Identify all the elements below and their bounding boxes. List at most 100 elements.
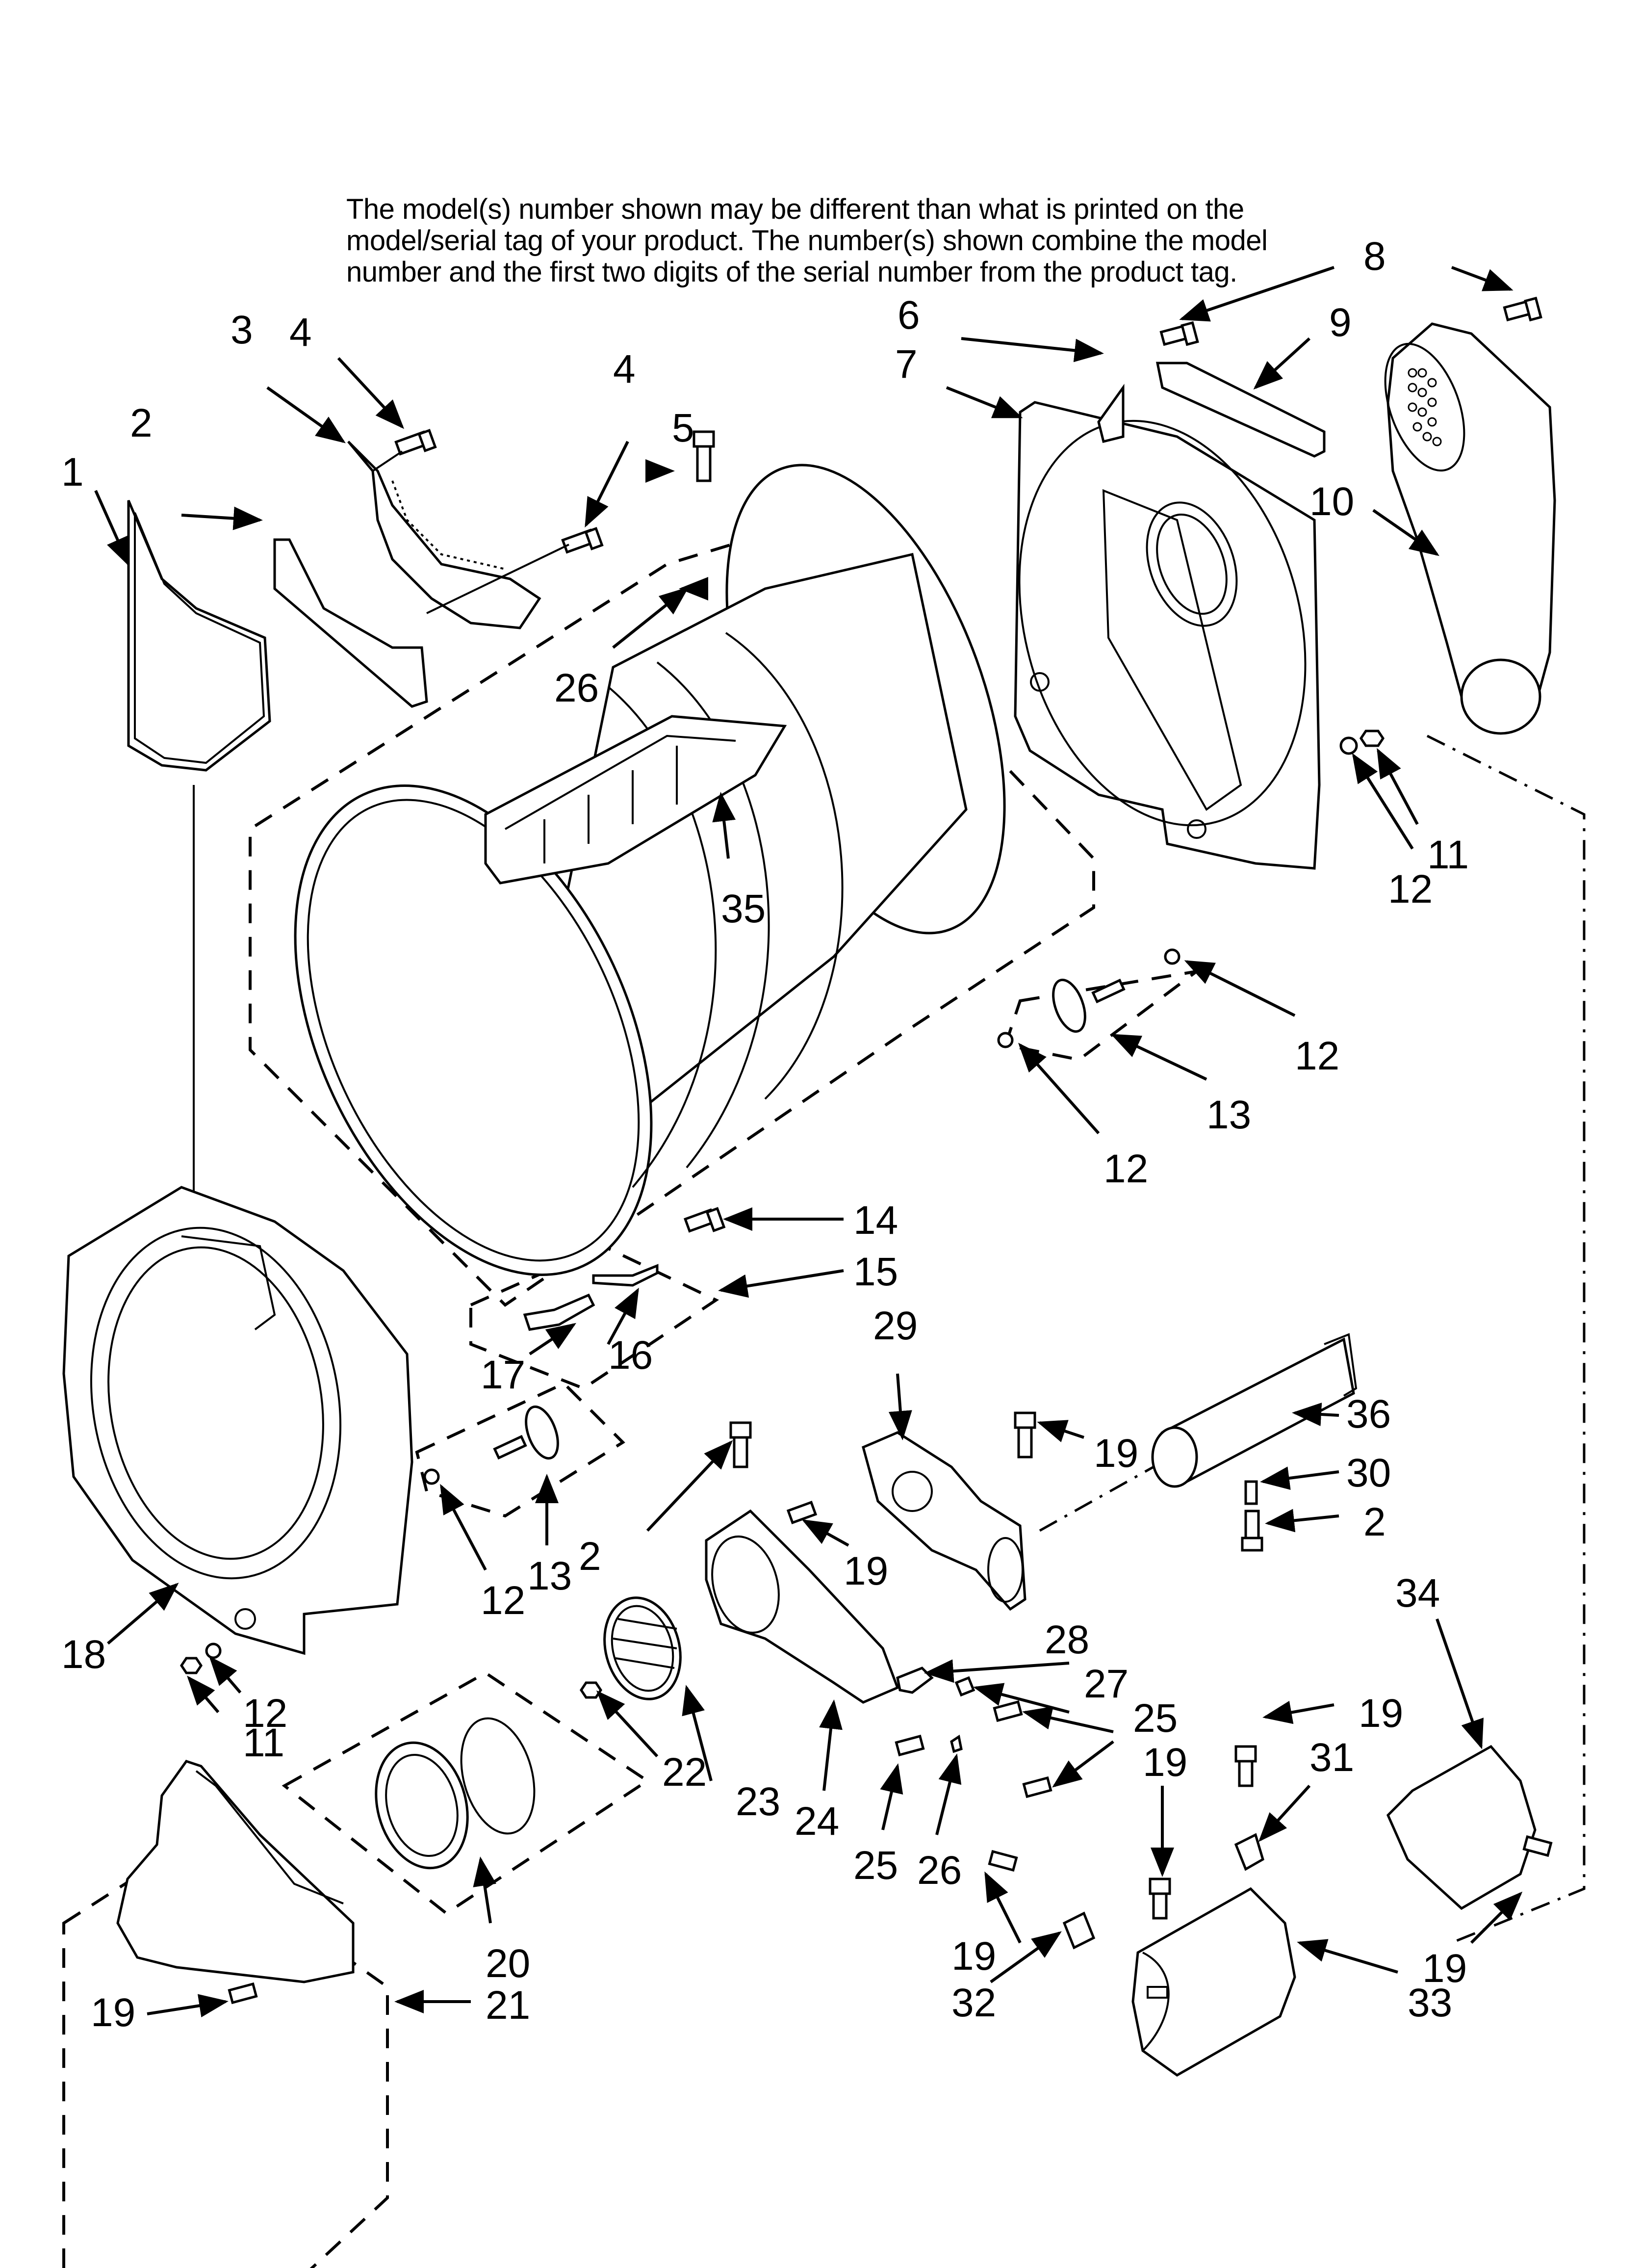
callout-8[interactable]: 8 xyxy=(1363,234,1386,279)
callout-29[interactable]: 29 xyxy=(873,1303,918,1348)
callout-4[interactable]: 4 xyxy=(289,310,312,355)
part-31-thermostat[interactable] xyxy=(1234,1833,1264,1871)
part-25-screw-a[interactable] xyxy=(993,1700,1023,1722)
part-23-blower-wheel[interactable] xyxy=(593,1589,691,1708)
part-28-thermistor[interactable] xyxy=(896,1667,934,1694)
part-3-lint-grille[interactable] xyxy=(347,441,541,629)
callout-15[interactable]: 15 xyxy=(853,1250,898,1294)
part-33-heater-housing[interactable] xyxy=(1131,1887,1296,2077)
callout-11[interactable]: 11 xyxy=(243,1721,284,1765)
callout-2[interactable]: 2 xyxy=(579,1534,601,1579)
part-4-screw-right[interactable] xyxy=(561,527,604,554)
callout-12[interactable]: 12 xyxy=(1103,1147,1148,1191)
part-12-washer-rear[interactable] xyxy=(1339,736,1358,755)
part-14-screw[interactable] xyxy=(683,1207,726,1233)
callout-13[interactable]: 13 xyxy=(1206,1093,1251,1137)
part-2-screw-blower[interactable] xyxy=(729,1421,752,1468)
part-10-rear-duct[interactable] xyxy=(1370,322,1556,735)
part-12-washer-roller-front[interactable] xyxy=(423,1468,440,1485)
callout-32[interactable]: 32 xyxy=(951,1981,996,2025)
part-12-washer-front[interactable] xyxy=(205,1642,222,1659)
callout-5[interactable]: 5 xyxy=(672,406,694,450)
callout-12[interactable]: 12 xyxy=(1295,1034,1339,1078)
callout-24[interactable]: 24 xyxy=(795,1799,839,1844)
part-19-screw-heater-top[interactable] xyxy=(1014,1411,1036,1459)
part-13-front-roller[interactable] xyxy=(493,1403,564,1463)
callout-27[interactable]: 27 xyxy=(1084,1662,1129,1706)
part-19-screw-lint-duct[interactable] xyxy=(228,1982,258,2005)
callout-31[interactable]: 31 xyxy=(1309,1735,1354,1780)
callout-19[interactable]: 19 xyxy=(1359,1691,1403,1736)
part-18-front-bulkhead[interactable] xyxy=(62,1186,413,1655)
callout-19[interactable]: 19 xyxy=(1143,1740,1187,1785)
part-30-bracket[interactable] xyxy=(1244,1480,1258,1505)
part-6-bracket[interactable] xyxy=(1097,384,1125,443)
callout-12[interactable]: 12 xyxy=(243,1691,287,1736)
callout-16[interactable]: 16 xyxy=(608,1333,653,1378)
callout-19[interactable]: 19 xyxy=(844,1549,888,1593)
part-20-blower-seal[interactable] xyxy=(362,1710,546,1878)
part-35-drum-baffle[interactable] xyxy=(484,715,787,885)
callout-11[interactable]: 11 xyxy=(1427,833,1469,877)
callout-13[interactable]: 13 xyxy=(527,1554,572,1598)
callout-14[interactable]: 14 xyxy=(853,1198,898,1243)
part-8-screw-right[interactable] xyxy=(1503,296,1542,322)
callout-25[interactable]: 25 xyxy=(1133,1696,1178,1741)
callout-19[interactable]: 19 xyxy=(951,1934,996,1979)
part-34-heater-shield[interactable] xyxy=(1386,1745,1537,1910)
callout-26[interactable]: 26 xyxy=(917,1848,962,1893)
callout-20[interactable]: 20 xyxy=(486,1941,530,1986)
callout-23[interactable]: 23 xyxy=(736,1779,780,1824)
part-8-screw-left[interactable] xyxy=(1159,321,1199,346)
callout-34[interactable]: 34 xyxy=(1395,1571,1440,1616)
part-11-nut-front[interactable] xyxy=(180,1657,203,1674)
part-17-front-glide[interactable] xyxy=(523,1293,595,1331)
part-19-screw-heater-b[interactable] xyxy=(1149,1877,1171,1920)
part-2-screw-heater[interactable] xyxy=(1241,1510,1263,1552)
part-13-rear-roller[interactable] xyxy=(1047,976,1126,1036)
part-5-drum[interactable] xyxy=(224,428,1060,1331)
part-7-rear-bulkhead[interactable] xyxy=(976,389,1348,870)
callout-36[interactable]: 36 xyxy=(1346,1392,1391,1436)
part-21-lint-duct[interactable] xyxy=(116,1760,355,1983)
callout-28[interactable]: 28 xyxy=(1045,1617,1089,1662)
part-19-screw-heater-d[interactable] xyxy=(1522,1835,1553,1857)
callout-18[interactable]: 18 xyxy=(61,1632,106,1677)
part-9-rail[interactable] xyxy=(1155,362,1326,458)
callout-19[interactable]: 19 xyxy=(1094,1431,1138,1476)
part-36-heater-element[interactable] xyxy=(1151,1333,1358,1488)
callout-7[interactable]: 7 xyxy=(895,342,918,387)
part-25-screw-b[interactable] xyxy=(895,1734,925,1757)
callout-2[interactable]: 2 xyxy=(130,401,153,445)
callout-19[interactable]: 19 xyxy=(91,1990,135,2035)
callout-10[interactable]: 10 xyxy=(1309,479,1354,524)
part-26-clip[interactable] xyxy=(950,1734,963,1753)
callout-21[interactable]: 21 xyxy=(486,1983,530,2028)
part-2-lint-housing[interactable] xyxy=(273,538,428,708)
callout-19[interactable]: 19 xyxy=(1422,1946,1467,1991)
part-16-glide-pad[interactable] xyxy=(592,1264,659,1287)
part-26-screw-drum[interactable] xyxy=(693,430,715,482)
part-19-screw-heater-c[interactable] xyxy=(988,1850,1018,1872)
callout-33[interactable]: 33 xyxy=(1408,1981,1452,2025)
part-22-nut[interactable] xyxy=(579,1681,603,1699)
callout-12[interactable]: 12 xyxy=(481,1578,525,1623)
callout-3[interactable]: 3 xyxy=(231,308,253,352)
callout-25[interactable]: 25 xyxy=(853,1843,898,1888)
callout-2[interactable]: 2 xyxy=(1363,1500,1386,1544)
part-24-blower-housing[interactable] xyxy=(702,1509,899,1704)
callout-9[interactable]: 9 xyxy=(1329,300,1352,345)
callout-6[interactable]: 6 xyxy=(898,293,920,338)
callout-1[interactable]: 1 xyxy=(61,450,84,495)
part-1-lint-trap-seal[interactable] xyxy=(127,500,271,772)
part-12-washer-roller-rear-a[interactable] xyxy=(1164,948,1180,965)
callout-35[interactable]: 35 xyxy=(721,886,766,931)
part-25-screw-c[interactable] xyxy=(1022,1776,1052,1799)
part-29-housing-cover[interactable] xyxy=(862,1431,1026,1611)
part-12-washer-roller-rear-b[interactable] xyxy=(997,1032,1014,1048)
part-11-nut-rear[interactable] xyxy=(1359,730,1385,747)
part-32-bracket[interactable] xyxy=(1062,1911,1096,1950)
part-27-thermal-fuse[interactable] xyxy=(954,1676,975,1697)
part-19-screw-cover[interactable] xyxy=(786,1501,818,1524)
callout-12[interactable]: 12 xyxy=(1388,867,1433,912)
